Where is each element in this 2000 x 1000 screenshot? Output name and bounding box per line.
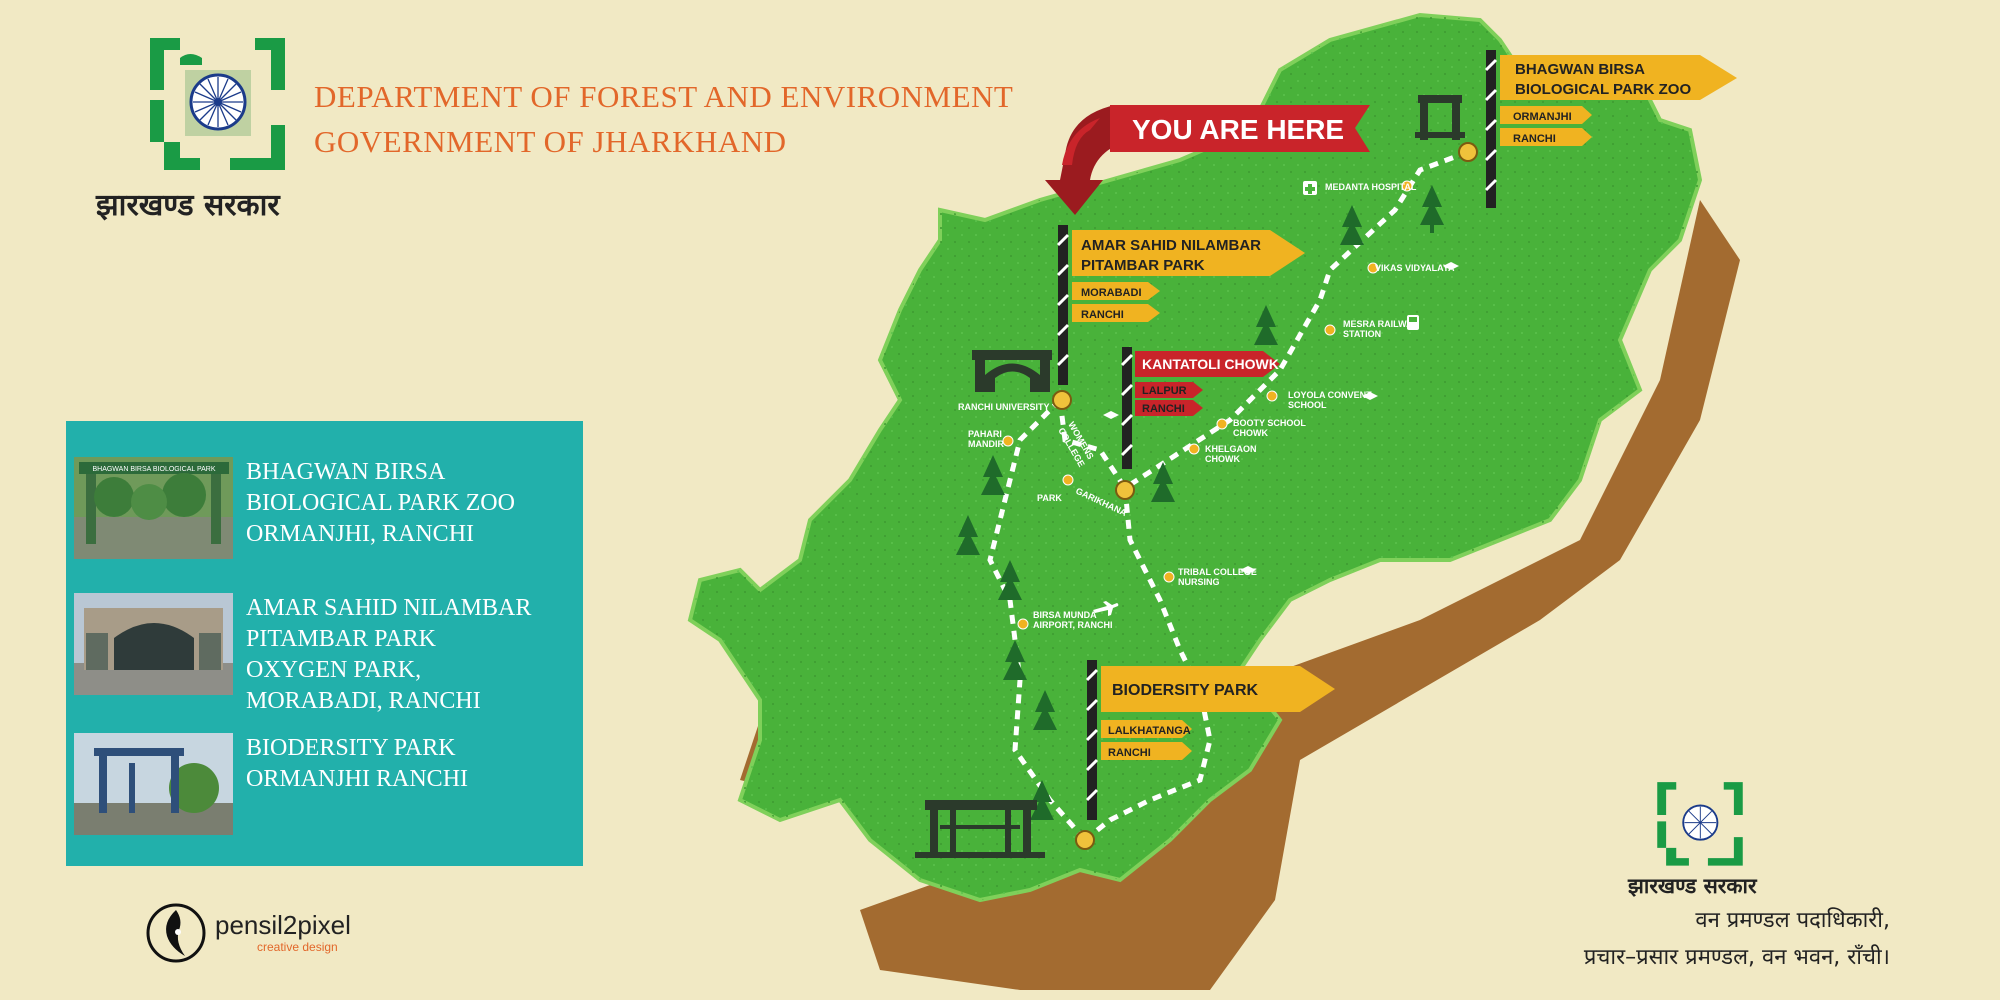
tree-icon — [956, 515, 980, 555]
legend-biodersity-line-1: BIODERSITY PARK — [246, 735, 456, 761]
label-pahari-1: PAHARI — [968, 429, 1002, 439]
biodersity-gate-icon — [915, 800, 1045, 858]
sign-nilambar-title-1: AMAR SAHID NILAMBAR — [1081, 237, 1261, 254]
label-booty-2: CHOWK — [1233, 428, 1268, 438]
curved-arrow-icon — [1045, 105, 1130, 215]
nilambar-photo — [74, 593, 233, 695]
credit-brand: pensil2pixel — [215, 910, 351, 940]
label-ranchi-univ: RANCHI UNIVERSITY — [958, 402, 1050, 412]
tree-icon — [1033, 690, 1057, 730]
you-are-here-banner: YOU ARE HERE — [1045, 105, 1370, 215]
label-medanta: MEDANTA HOSPITAL — [1325, 182, 1417, 192]
office-line-2: प्रचार–प्रसार प्रमण्डल, वन भवन, राँची। — [1583, 945, 1890, 970]
legend-zoo-line-2: BIOLOGICAL PARK ZOO — [246, 490, 515, 516]
legend-zoo-line-3: ORMANJHI, RANCHI — [246, 521, 475, 547]
label-airport-2: AIRPORT, RANCHI — [1033, 620, 1113, 630]
cap-icon — [1103, 411, 1119, 419]
label-khelgaon-2: CHOWK — [1205, 454, 1240, 464]
hospital-icon — [1303, 181, 1317, 195]
tree-icon — [1151, 462, 1175, 502]
legend-nilambar-line-1: AMAR SAHID NILAMBAR — [246, 595, 532, 621]
label-garikhana-2: PARK — [1037, 493, 1062, 503]
tree-icon — [998, 560, 1022, 600]
pencil-logo-icon — [146, 903, 206, 963]
credit-logo: pensil2pixel creative design — [145, 902, 385, 964]
sign-nilambar-title-2: PITAMBAR PARK — [1081, 257, 1205, 274]
map-texture — [690, 15, 1700, 900]
sign-zoo-sub-1: ORMANJHI — [1513, 111, 1572, 123]
signpost-biodersity[interactable]: BIODERSITY PARK LALKHATANGA RANCHI — [1085, 660, 1335, 820]
office-emblem — [1650, 777, 1750, 872]
page-title: DEPARTMENT OF FOREST AND ENVIRONMENT GOV… — [314, 74, 1013, 164]
label-tribal-2: NURSING — [1178, 577, 1220, 587]
tree-icon — [981, 455, 1005, 495]
tree-icon — [1420, 185, 1444, 233]
office-address: वन प्रमण्डल पदाधिकारी, प्रचार–प्रसार प्र… — [1584, 902, 1890, 976]
label-mesra-2: STATION — [1343, 329, 1381, 339]
office-line-1: वन प्रमण्डल पदाधिकारी, — [1695, 908, 1890, 933]
sign-zoo-title-1: BHAGWAN BIRSA — [1515, 61, 1645, 78]
airport-icon — [1093, 601, 1119, 616]
signpost-zoo[interactable]: BHAGWAN BIRSA BIOLOGICAL PARK ZOO ORMANJ… — [1484, 50, 1737, 208]
legend-biodersity-line-2: ORMANJHI RANCHI — [246, 766, 469, 792]
label-booty-1: BOOTY SCHOOL — [1233, 418, 1306, 428]
jharkhand-map: MEDANTA HOSPITAL VIKAS VIDYALAYA MESRA R… — [687, 12, 1740, 990]
sign-kantatoli-sub-2: RANCHI — [1142, 403, 1185, 415]
location-markers — [1002, 142, 1478, 850]
terrain-side — [860, 200, 1740, 990]
label-mesra-1: MESRA RAILWAY — [1343, 319, 1418, 329]
sign-nilambar-sub-2: RANCHI — [1081, 309, 1124, 321]
train-icon — [1407, 315, 1419, 330]
tree-icon — [1003, 640, 1027, 680]
sign-kantatoli-sub-1: LALPUR — [1142, 385, 1187, 397]
zoo-photo-sign: BHAGWAN BIRSA BIOLOGICAL PARK — [92, 466, 215, 473]
signpost-kantatoli[interactable]: KANTATOLI CHOWK LALPUR RANCHI — [1120, 347, 1280, 469]
cap-icon — [1443, 262, 1459, 270]
tree-icon — [1254, 305, 1278, 345]
label-khelgaon-1: KHELGAON — [1205, 444, 1257, 454]
tree-icon — [1340, 205, 1364, 245]
zoo-photo: BHAGWAN BIRSA BIOLOGICAL PARK — [74, 457, 233, 559]
label-pahari-2: MANDIR — [968, 439, 1004, 449]
sign-nilambar-sub-1: MORABADI — [1081, 287, 1142, 299]
sign-zoo-sub-2: RANCHI — [1513, 133, 1556, 145]
emblem-caption: झारखण्ड सरकार — [96, 188, 280, 223]
legend-item-zoo[interactable]: BHAGWAN BIRSA BIOLOGICAL PARK BHAGWAN BI… — [74, 457, 574, 567]
nilambar-gate-icon — [972, 350, 1052, 392]
cap-icon — [1362, 392, 1378, 400]
legend-nilambar-line-4: MORABADI, RANCHI — [246, 688, 481, 714]
school-icons — [1103, 262, 1459, 574]
legend-zoo-line-1: BHAGWAN BIRSA — [246, 459, 446, 485]
credit-tagline: creative design — [257, 940, 338, 954]
legend-nilambar-line-2: PITAMBAR PARK — [246, 626, 436, 652]
legend-item-biodersity[interactable]: BIODERSITY PARK ORMANJHI RANCHI — [74, 733, 574, 843]
legend-text-biodersity: BIODERSITY PARK ORMANJHI RANCHI — [246, 733, 468, 795]
jharkhand-emblem — [140, 30, 295, 180]
biodersity-photo — [74, 733, 233, 835]
legend-nilambar-line-3: OXYGEN PARK, — [246, 657, 422, 683]
sign-kantatoli-title: KANTATOLI CHOWK — [1142, 356, 1279, 372]
sign-biodersity-title: BIODERSITY PARK — [1112, 682, 1259, 699]
label-airport-1: BIRSA MUNDA — [1033, 610, 1097, 620]
legend-text-zoo: BHAGWAN BIRSA BIOLOGICAL PARK ZOO ORMANJ… — [246, 457, 515, 550]
label-vikas: VIKAS VIDYALAYA — [1375, 263, 1455, 273]
legend-panel: BHAGWAN BIRSA BIOLOGICAL PARK BHAGWAN BI… — [66, 421, 583, 866]
title-line-1: DEPARTMENT OF FOREST AND ENVIRONMENT — [314, 79, 1014, 114]
you-are-here-text: YOU ARE HERE — [1132, 114, 1344, 145]
zoo-gate-icon — [1415, 95, 1465, 140]
cap-icon — [1240, 566, 1256, 574]
label-loyola-1: LOYOLA CONVENT — [1288, 390, 1372, 400]
legend-text-nilambar: AMAR SAHID NILAMBAR PITAMBAR PARK OXYGEN… — [246, 593, 531, 717]
legend-item-nilambar[interactable]: AMAR SAHID NILAMBAR PITAMBAR PARK OXYGEN… — [74, 593, 574, 718]
office-emblem-caption: झारखण्ड सरकार — [1628, 874, 1757, 898]
sign-biodersity-sub-2: RANCHI — [1108, 747, 1151, 759]
title-line-2: GOVERNMENT OF JHARKHAND — [314, 124, 787, 159]
label-loyola-2: SCHOOL — [1288, 400, 1327, 410]
label-tribal-1: TRIBAL COLLEGE — [1178, 567, 1257, 577]
sign-biodersity-sub-1: LALKHATANGA — [1108, 725, 1191, 737]
sign-zoo-title-2: BIOLOGICAL PARK ZOO — [1515, 81, 1691, 98]
signpost-nilambar[interactable]: AMAR SAHID NILAMBAR PITAMBAR PARK MORABA… — [1056, 225, 1305, 385]
